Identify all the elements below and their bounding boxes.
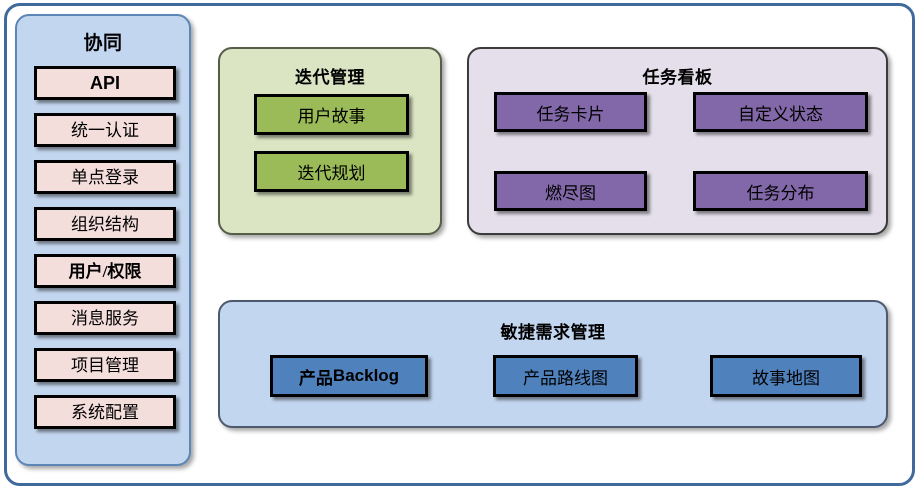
panel-collaboration[interactable]: 协同 API 统一认证 单点登录 组织结构 用户/权限 消息服务 项目管理 系统…	[15, 14, 191, 466]
sidebar-item-user-permission[interactable]: 用户/权限	[34, 254, 176, 288]
panel-collaboration-title: 协同	[83, 33, 123, 54]
box-task-card[interactable]: 任务卡片	[494, 92, 647, 132]
sidebar-item-message-service[interactable]: 消息服务	[34, 301, 176, 335]
sidebar-item-system-config[interactable]: 系统配置	[34, 395, 176, 429]
box-story-map[interactable]: 故事地图	[710, 355, 862, 397]
box-product-backlog-latin: Backlog	[332, 366, 400, 385]
box-task-distribution[interactable]: 任务分布	[693, 171, 868, 211]
box-burndown-chart[interactable]: 燃尽图	[494, 171, 647, 211]
sidebar-item-project-management[interactable]: 项目管理	[34, 348, 176, 382]
sidebar-item-api[interactable]: API	[34, 66, 176, 100]
sidebar-item-unified-auth[interactable]: 统一认证	[34, 113, 176, 147]
panel-iteration-management[interactable]: 迭代管理 用户故事 迭代规划	[218, 47, 442, 235]
box-iteration-planning[interactable]: 迭代规划	[254, 151, 409, 192]
box-product-backlog-cjk: 产品	[298, 368, 333, 388]
panel-iteration-management-title: 迭代管理	[295, 68, 365, 87]
panel-task-board[interactable]: 任务看板 任务卡片 自定义状态 燃尽图 任务分布	[467, 47, 888, 235]
box-custom-status[interactable]: 自定义状态	[693, 92, 868, 132]
collaboration-item-list: API 统一认证 单点登录 组织结构 用户/权限 消息服务 项目管理 系统配置	[34, 66, 176, 442]
box-product-roadmap[interactable]: 产品路线图	[493, 355, 638, 397]
box-user-story[interactable]: 用户故事	[254, 94, 409, 135]
sidebar-item-org-structure[interactable]: 组织结构	[34, 207, 176, 241]
sidebar-item-sso[interactable]: 单点登录	[34, 160, 176, 194]
panel-agile-requirements-title: 敏捷需求管理	[500, 323, 606, 342]
panel-task-board-title: 任务看板	[642, 68, 713, 87]
